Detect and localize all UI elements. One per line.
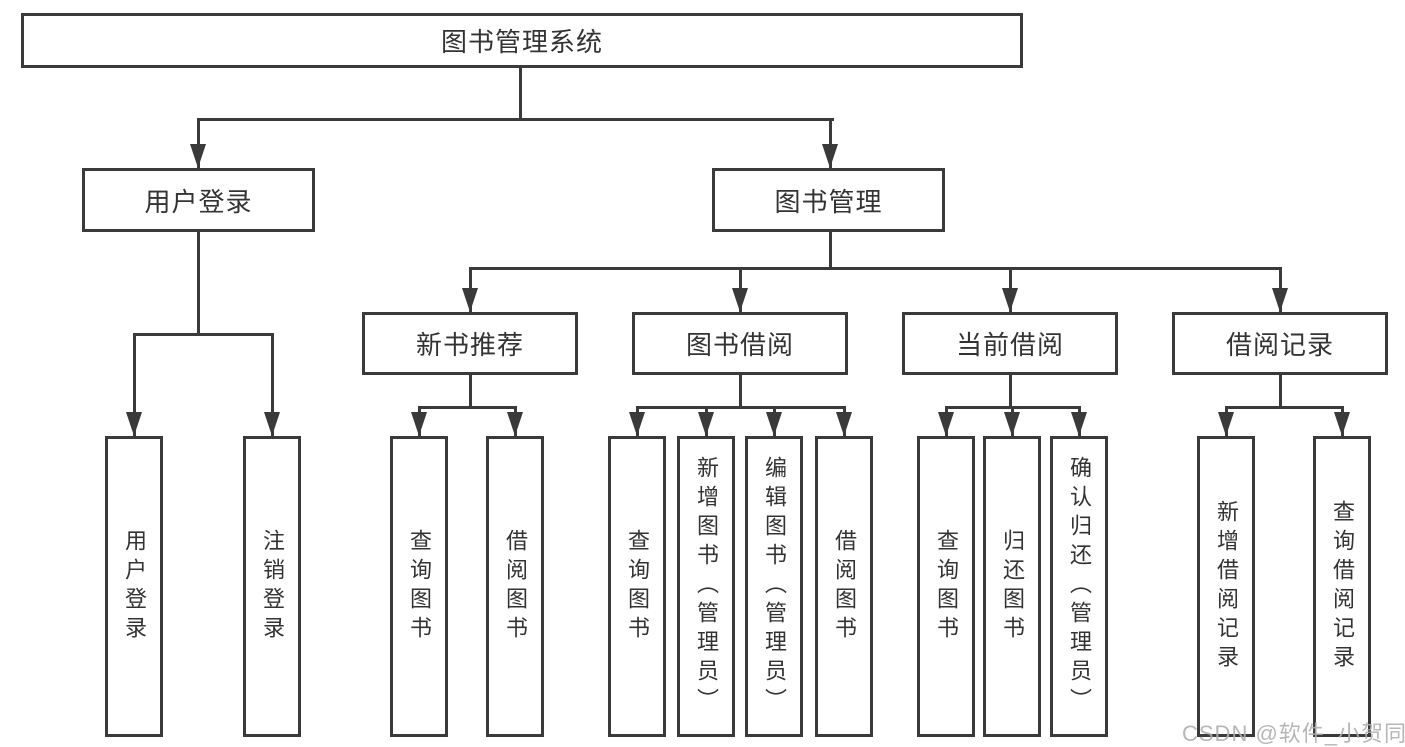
node-book-management-label: 图书管理	[774, 186, 883, 217]
node-user-login: 用户登录	[82, 168, 315, 232]
arrowhead-down-icon	[507, 412, 523, 436]
arrowhead-down-icon	[766, 412, 782, 436]
connector-line	[829, 232, 832, 270]
arrowhead-down-icon	[411, 412, 427, 436]
arrowhead-down-icon	[126, 412, 142, 436]
leaf-bb-edit-book-admin-label: 编辑图书（管理员）	[762, 456, 787, 717]
connector-line	[739, 375, 742, 409]
connector-line	[197, 118, 834, 121]
leaf-br-add-record: 新增借阅记录	[1197, 436, 1255, 737]
leaf-cb-return-book-label: 归还图书	[1000, 528, 1025, 645]
arrowhead-down-icon	[629, 412, 645, 436]
node-new-book-recommend: 新书推荐	[362, 312, 578, 375]
connector-line	[197, 118, 200, 168]
arrowhead-down-icon	[938, 412, 954, 436]
connector-line	[469, 267, 1282, 270]
connector-line	[133, 333, 136, 436]
node-current-borrow: 当前借阅	[902, 312, 1118, 375]
leaf-nb-query-book: 查询图书	[390, 436, 448, 737]
connector-line	[469, 375, 472, 409]
leaf-nb-borrow-book: 借阅图书	[486, 436, 544, 737]
arrowhead-down-icon	[190, 144, 206, 168]
leaf-br-query-record: 查询借阅记录	[1313, 436, 1371, 737]
arrowhead-down-icon	[1004, 412, 1020, 436]
connector-line	[271, 333, 274, 436]
leaf-user-login-label: 用户登录	[122, 528, 147, 645]
node-borrow-record-label: 借阅记录	[1225, 330, 1334, 360]
arrowhead-down-icon	[822, 144, 838, 168]
connector-line	[197, 232, 200, 336]
connector-line	[636, 406, 846, 409]
arrowhead-down-icon	[732, 288, 748, 312]
arrowhead-down-icon	[1334, 412, 1350, 436]
node-borrow-record: 借阅记录	[1172, 312, 1388, 375]
arrowhead-down-icon	[462, 288, 478, 312]
leaf-bb-query-book-label: 查询图书	[625, 528, 650, 645]
connector-line	[1009, 375, 1012, 409]
leaf-bb-add-book-admin-label: 新增图书（管理员）	[694, 456, 719, 717]
leaf-logout-label: 注销登录	[260, 528, 285, 645]
leaf-cb-query-book: 查询图书	[917, 436, 975, 737]
node-book-borrow-label: 图书借阅	[685, 330, 794, 360]
leaf-cb-query-book-label: 查询图书	[934, 528, 959, 645]
leaf-bb-borrow-book-label: 借阅图书	[832, 528, 857, 645]
leaf-bb-add-book-admin: 新增图书（管理员）	[677, 436, 735, 737]
leaf-cb-return-book: 归还图书	[983, 436, 1041, 737]
leaf-cb-confirm-return-admin-label: 确认归还（管理员）	[1067, 456, 1092, 717]
arrowhead-down-icon	[264, 412, 280, 436]
node-root: 图书管理系统	[21, 13, 1023, 68]
node-book-borrow: 图书借阅	[632, 312, 848, 375]
leaf-br-add-record-label: 新增借阅记录	[1214, 499, 1239, 674]
connector-line	[1225, 406, 1344, 409]
leaf-bb-query-book: 查询图书	[608, 436, 666, 737]
leaf-user-login: 用户登录	[105, 436, 163, 737]
arrowhead-down-icon	[1071, 412, 1087, 436]
node-user-login-label: 用户登录	[144, 186, 253, 217]
leaf-br-query-record-label: 查询借阅记录	[1330, 499, 1355, 674]
connector-line	[829, 118, 832, 168]
csdn-watermark: CSDN @软件_小贺同学	[1182, 721, 1405, 746]
leaf-cb-confirm-return-admin: 确认归还（管理员）	[1050, 436, 1108, 737]
connector-line	[133, 333, 274, 336]
leaf-bb-borrow-book: 借阅图书	[815, 436, 873, 737]
arrowhead-down-icon	[1218, 412, 1234, 436]
connector-line	[1279, 375, 1282, 409]
connector-line	[519, 66, 522, 121]
leaf-bb-edit-book-admin: 编辑图书（管理员）	[745, 436, 803, 737]
leaf-logout: 注销登录	[243, 436, 301, 737]
node-new-book-recommend-label: 新书推荐	[415, 330, 524, 360]
node-current-borrow-label: 当前借阅	[955, 330, 1064, 360]
leaf-nb-borrow-book-label: 借阅图书	[503, 528, 528, 645]
arrowhead-down-icon	[1002, 288, 1018, 312]
arrowhead-down-icon	[698, 412, 714, 436]
node-book-management: 图书管理	[712, 168, 945, 232]
arrowhead-down-icon	[836, 412, 852, 436]
node-root-label: 图书管理系统	[440, 27, 603, 57]
arrowhead-down-icon	[1272, 288, 1288, 312]
leaf-nb-query-book-label: 查询图书	[407, 528, 432, 645]
connector-line	[418, 406, 517, 409]
